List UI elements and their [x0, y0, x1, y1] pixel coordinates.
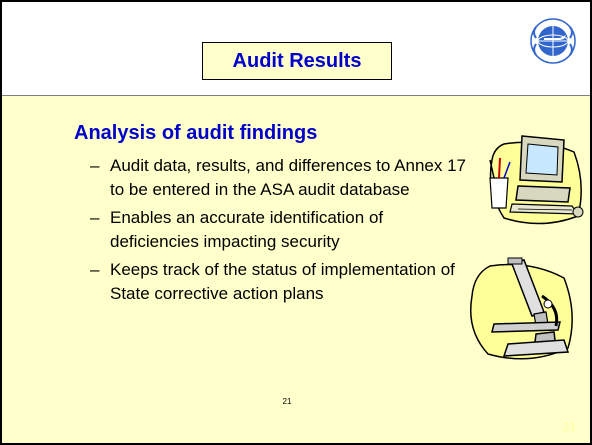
slide-title: Audit Results — [232, 49, 362, 72]
bullet-item: – Enables an accurate identification of … — [90, 206, 470, 254]
bullet-item: – Audit data, results, and differences t… — [90, 154, 470, 202]
slide-number: 21 — [282, 397, 292, 406]
bullet-marker: – — [90, 156, 100, 175]
section-heading: Analysis of audit findings — [74, 122, 318, 144]
bullet-list: – Audit data, results, and differences t… — [90, 154, 470, 310]
title-box: Audit Results — [202, 42, 392, 80]
bullet-text: Keeps track of the status of implementat… — [110, 260, 455, 303]
microscope-clipart-icon — [469, 257, 573, 360]
bullet-item: – Keeps track of the status of implement… — [90, 258, 470, 306]
header-divider — [2, 95, 590, 96]
bullet-text: Enables an accurate identification of de… — [110, 208, 384, 251]
icao-emblem-icon — [530, 18, 576, 64]
bullet-marker: – — [90, 260, 100, 279]
slide-number-corner: 21 — [562, 420, 576, 434]
bullet-marker: – — [90, 208, 100, 227]
bullet-text: Audit data, results, and differences to … — [110, 156, 466, 199]
computer-clipart-icon — [489, 135, 584, 225]
